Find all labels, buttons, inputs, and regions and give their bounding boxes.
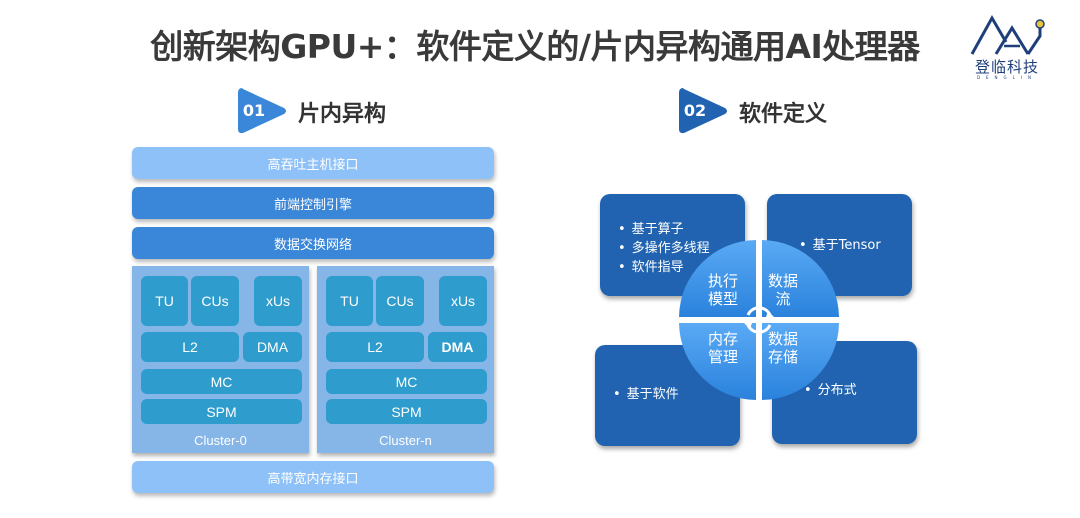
section-01-number: 01 [242,101,266,120]
execution-model-label: 执行 模型 [708,272,739,308]
quadrant-data-storage [762,323,839,400]
spm-unit: SPM [141,399,302,424]
execution-model-item: 软件指导 [618,258,745,277]
denglin-logo-icon [970,14,1045,55]
xus-unit: xUs [254,276,302,326]
l2-cache: L2 [141,332,239,362]
section-02-label: 软件定义 [739,102,828,127]
page-title: 创新架构GPU+：软件定义的/片内异构通用AI处理器 [150,27,920,66]
logo-name-cn: 登临科技 [974,58,1039,76]
dataflow-item: 基于Tensor [799,236,912,255]
cluster-0-label: Cluster-0 [194,433,247,448]
cluster-n: TU CUs xUs L2 DMA MC SPM Cluster-n [317,266,494,453]
data-storage-item: 分布式 [804,381,917,400]
section-01-label: 片内异构 [298,102,387,127]
cluster-0: TU CUs xUs L2 DMA MC SPM Cluster-0 [132,266,309,453]
section-01-badge-icon [238,88,286,134]
memory-management-label: 内存 管理 [708,330,739,366]
l2-cache: L2 [326,332,424,362]
section-02-number: 02 [683,101,707,120]
cycle-arrows-icon [744,306,774,334]
data-storage-label: 数据 存储 [768,330,799,366]
dataflow-label: 数据 流 [768,272,799,308]
xus-unit: xUs [439,276,487,326]
cus-unit: CUs [191,276,239,326]
cluster-n-label: Cluster-n [379,433,432,448]
data-exchange-network-bar: 数据交换网络 [132,227,494,259]
tu-unit: TU [326,276,373,326]
quadrant-dataflow [762,240,839,317]
dma-unit: DMA [243,332,302,362]
tu-unit: TU [141,276,188,326]
mc-unit: MC [326,369,487,394]
dma-unit: DMA [428,332,487,362]
section-01-header: 01 [234,84,288,142]
quadrant-memory-management [679,323,756,400]
cus-unit: CUs [376,276,424,326]
quadrant-execution-model [679,240,756,317]
center-cycle-diagram [679,240,839,400]
execution-model-item: 多操作多线程 [618,239,745,258]
section-02-badge-icon [679,88,727,134]
mc-unit: MC [141,369,302,394]
logo-name-en: DENGLIN [976,75,1038,80]
frontend-control-engine-bar: 前端控制引擎 [132,187,494,219]
memory-interface-bar: 高带宽内存接口 [132,461,494,493]
section-02-header: 02 [675,84,729,142]
spm-unit: SPM [326,399,487,424]
memory-management-item: 基于软件 [613,385,740,404]
host-interface-bar: 高吞吐主机接口 [132,147,494,179]
execution-model-item: 基于算子 [618,220,745,239]
